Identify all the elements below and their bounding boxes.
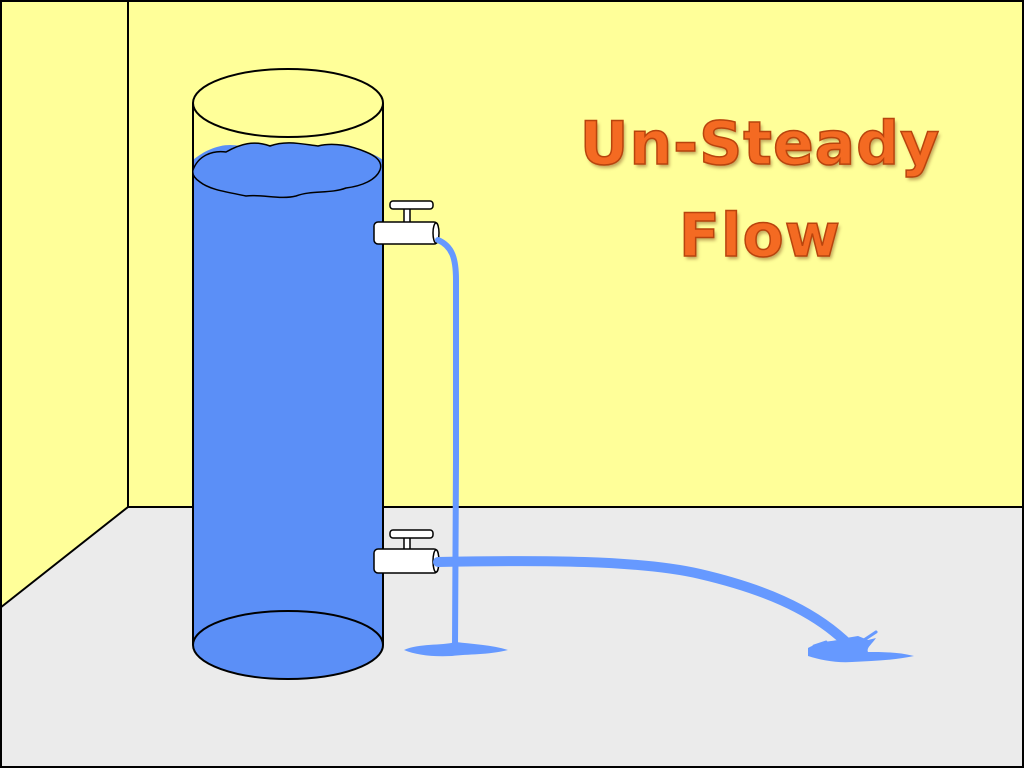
floor-side-edge [0, 506, 129, 609]
left-wall [0, 0, 128, 608]
slide-title: Un-Steady Flow [560, 98, 960, 282]
upper-stream-puddle [404, 642, 508, 657]
splash-droplet [812, 640, 828, 648]
lower-faucet [373, 529, 440, 574]
splash-droplet [862, 630, 878, 642]
upper-water-stream [435, 237, 459, 649]
title-line-1: Un-Steady [579, 108, 941, 180]
tank-top-rim [192, 68, 384, 138]
tank-bottom-rim [192, 610, 384, 680]
lower-stream-splash [808, 636, 914, 663]
title-line-2: Flow [678, 200, 842, 272]
lower-water-stream [433, 556, 851, 647]
tank-water [193, 144, 383, 679]
water-surface [192, 142, 382, 199]
